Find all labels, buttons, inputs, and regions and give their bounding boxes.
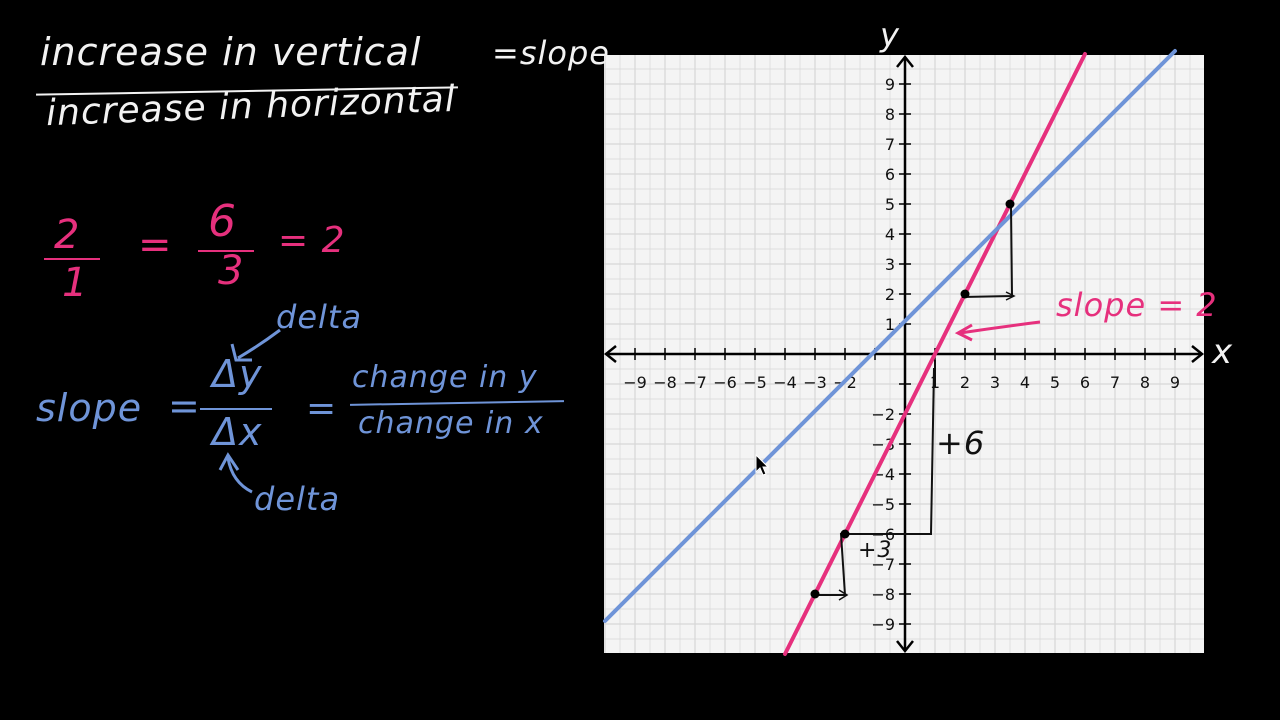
delta-y-text: Δy [212,352,263,396]
x-tick-label: 5 [1050,373,1060,392]
x-tick-label: −3 [803,373,827,392]
data-point [1005,199,1015,209]
slope-equals-2: = [306,388,338,429]
y-axis-up-arrow-icon [896,54,914,68]
x-tick-label: −7 [683,373,707,392]
y-tick-label: −9 [871,615,895,634]
x-tick-label: 6 [1080,373,1090,392]
y-tick-label: 1 [885,315,895,334]
y-axis [896,54,914,654]
y-tick-label: 5 [885,195,895,214]
y-tick-label: 3 [885,255,895,274]
equals-slope-text: =slope [492,34,610,72]
blue-line [603,49,1177,623]
x-tick-label: 9 [1170,373,1180,392]
delta-fraction-bar [200,408,272,410]
x-tick-labels: −9−8−7−6−5−4−3−2123456789 [623,373,1180,392]
series-lines [603,49,1177,656]
x-axis-right-arrow-icon [1191,345,1205,363]
data-point [810,589,820,599]
change-in-y-text: change in y [352,360,538,395]
slope-word: slope [36,386,143,430]
x-axis [603,345,1205,363]
y-tick-label: 4 [885,225,895,244]
y-tick-label: 8 [885,105,895,124]
y-tick-label: 7 [885,135,895,154]
y-tick-label: −7 [871,555,895,574]
x-tick-label: −8 [653,373,677,392]
x-tick-label: −4 [773,373,797,392]
y-tick-label: 2 [885,285,895,304]
y-axis-down-arrow-icon [896,640,914,654]
x-axis-left-arrow-icon [603,345,617,363]
upper-slope-triangle [961,205,1014,298]
y-tick-label: −8 [871,585,895,604]
data-points [810,199,1015,599]
x-tick-label: 1 [930,373,940,392]
delta-top-arrow-head-icon [230,343,252,362]
arrow-shaft [959,320,1041,335]
delta-top-arrow [237,328,281,360]
slope-equals-two-annotation: slope = 2 [1056,286,1218,324]
x-axis-label: x [1212,332,1234,372]
tick-marks [634,83,1176,625]
x-tick-label: 3 [990,373,1000,392]
data-point [960,289,970,299]
run-plus-three-annotation: +3 [858,538,893,563]
data-point [840,529,850,539]
ratio-result: = 2 [278,220,346,261]
y-tick-label: 6 [885,165,895,184]
delta-top-label: delta [276,298,363,336]
slope-equals: = [168,384,201,428]
y-tick-label: −2 [871,405,895,424]
rise-plus-six-annotation: +6 [936,424,986,462]
delta-bottom-label: delta [254,480,341,518]
blue-delta-arrows [218,328,281,494]
x-tick-label: 7 [1110,373,1120,392]
ratio-second-numerator: 6 [208,196,237,247]
y-tick-label: 9 [885,75,895,94]
y-tick-label: −5 [871,495,895,514]
ratio-second-bar [198,250,254,252]
x-tick-label: 4 [1020,373,1030,392]
y-axis-label: y [880,16,900,54]
change-in-x-text: change in x [358,406,544,441]
x-tick-label: −5 [743,373,767,392]
ratio-first-bar [44,258,100,260]
vertical-increase-text: increase in vertical [40,30,422,74]
x-tick-label: 8 [1140,373,1150,392]
delta-bottom-arrow-head-icon [218,452,240,471]
ratio-first-numerator: 2 [54,212,81,258]
ratio-first-denominator: 1 [62,260,89,306]
x-tick-label: −6 [713,373,737,392]
ratio-equals-1: = [138,222,173,268]
pink-arrow [954,320,1041,342]
ratio-second-denominator: 3 [218,248,245,294]
arrow-head-icon [954,323,973,342]
x-tick-label: 2 [960,373,970,392]
x-tick-label: −9 [623,373,647,392]
delta-x-text: Δx [212,410,263,454]
mouse-cursor-icon [755,453,770,476]
pink-line-slope-2 [783,52,1087,656]
delta-bottom-arrow [226,457,253,494]
